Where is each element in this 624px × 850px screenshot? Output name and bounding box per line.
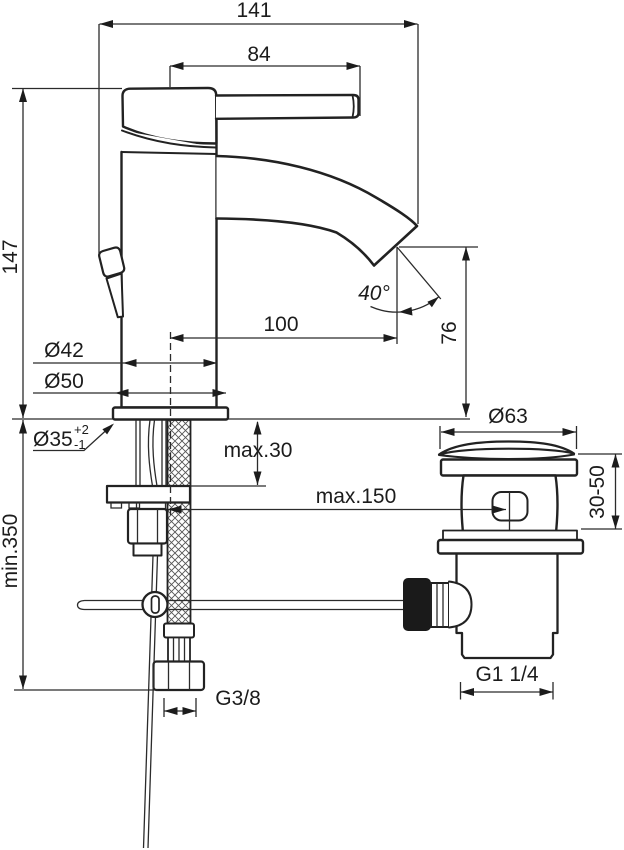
mounting-nut-facets [136,509,159,544]
waste-cap [437,440,576,456]
dim-clamping-range: 30-50 [586,465,609,519]
dim-line-84 [169,65,361,116]
hose-nut [152,660,206,692]
waste-upper-flange [439,458,579,477]
spout [215,154,419,267]
dim-line-g38 [163,698,197,717]
dim-body-height: 147 [0,239,22,274]
dim-line-63 [439,426,578,449]
dim-line-g114 [459,682,554,700]
dim-hole-tol-plus: +2 [74,422,89,437]
mounting-nut [126,507,169,545]
hose-ferrule [163,622,195,639]
dim-line-76 [399,246,478,417]
rod-coupling-block [403,578,431,631]
dim-line-147 [12,87,122,418]
dim-lever-reach: 84 [247,43,271,66]
dim-deck-thickness: max.30 [224,439,293,462]
hose-nut-facets [167,661,191,690]
rod-coupling-thread [430,582,450,628]
dim-hose-length: min.350 [0,514,22,589]
dim-overall-depth: 141 [236,0,271,22]
dim-body-diameter: Ø42 [44,339,84,362]
dimension-labels: 141 84 147 100 40° 76 Ø42 Ø50 Ø35 +2 -1 … [0,0,609,710]
dim-waste-thread: G1 1/4 [475,663,538,686]
supply-hose [166,419,192,625]
dim-spout-projection: 100 [263,313,298,336]
popup-knob [98,246,126,278]
shank-inner [139,420,163,486]
mounting-nut-tail [132,542,163,557]
rod-pivot-slot [150,595,160,614]
rod-coupling-ribs [436,583,444,627]
lift-rod-upper [147,419,158,487]
lever-handle [214,93,360,120]
popup-rod [76,599,403,611]
faucet-dome-line [121,129,217,149]
waste-lower-flange [436,538,585,555]
dim-hole-diameter: Ø35 [33,428,73,451]
popup-waste [76,440,585,660]
dim-rod-distance: max.150 [316,485,397,508]
waste-seal [442,529,578,541]
leader-line-35 [33,424,113,452]
faucet-underdeck [105,419,206,849]
dim-waste-cap-diameter: Ø63 [488,405,528,428]
lever-end-line [351,94,355,119]
dim-line-min350 [14,420,158,691]
shank-outer [135,420,167,486]
faucet-outline [12,86,470,421]
dim-inlet-thread: G3/8 [215,687,261,710]
dim-hole-tol-minus: -1 [74,437,86,452]
dim-outlet-height: 76 [438,321,461,344]
rod-coupling-cap [448,580,473,629]
dimension-lines [12,20,622,717]
dim-spout-angle: 40° [358,282,390,305]
dim-base-diameter: Ø50 [44,370,84,393]
dim-line-141 [98,23,419,253]
faucet-body-ring [120,151,218,155]
popup-knob-stem [105,272,124,319]
dim-line-100 [170,247,398,344]
hose-thread-ribs [172,637,186,662]
angle-ref-line [396,246,442,300]
waste-tailpipe [455,552,559,660]
mounting-washer [105,484,192,504]
